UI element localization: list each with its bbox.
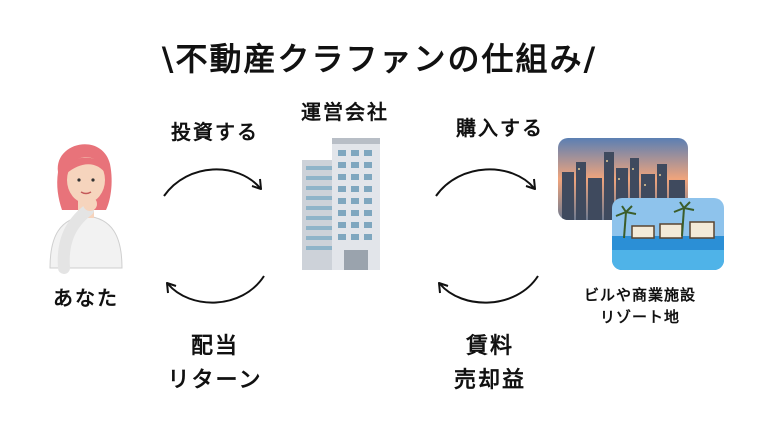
flow-income-label-line1: 賃料 — [465, 334, 514, 359]
arrow-invest-right — [160, 162, 270, 202]
page-title: \不動産クラファンの仕組み/ — [161, 40, 598, 78]
flow-dividend-label: 配当 リターン — [140, 330, 290, 398]
node-property-label-line2: リゾート地 — [599, 308, 680, 326]
flow-income-label: 賃料 売却益 — [420, 330, 560, 398]
flow-invest-label: 投資する — [171, 120, 259, 144]
node-operator-label: 運営会社 — [301, 100, 389, 124]
node-property-label: ビルや商業施設 リゾート地 — [560, 284, 720, 328]
resort-photo — [612, 198, 724, 270]
flow-dividend-label-line1: 配当 — [190, 334, 239, 359]
flow-income-label-line2: 売却益 — [453, 368, 526, 393]
office-building-icon — [296, 134, 388, 274]
arrow-dividend-left — [160, 270, 270, 310]
arrow-purchase-right — [432, 162, 544, 202]
person-thinking-icon — [40, 132, 132, 274]
flow-purchase-label: 購入する — [456, 116, 544, 140]
flow-dividend-label-line2: リターン — [167, 368, 263, 393]
arrow-income-left — [432, 270, 544, 310]
node-you-label: あなた — [53, 286, 119, 310]
node-property-label-line1: ビルや商業施設 — [583, 286, 696, 304]
